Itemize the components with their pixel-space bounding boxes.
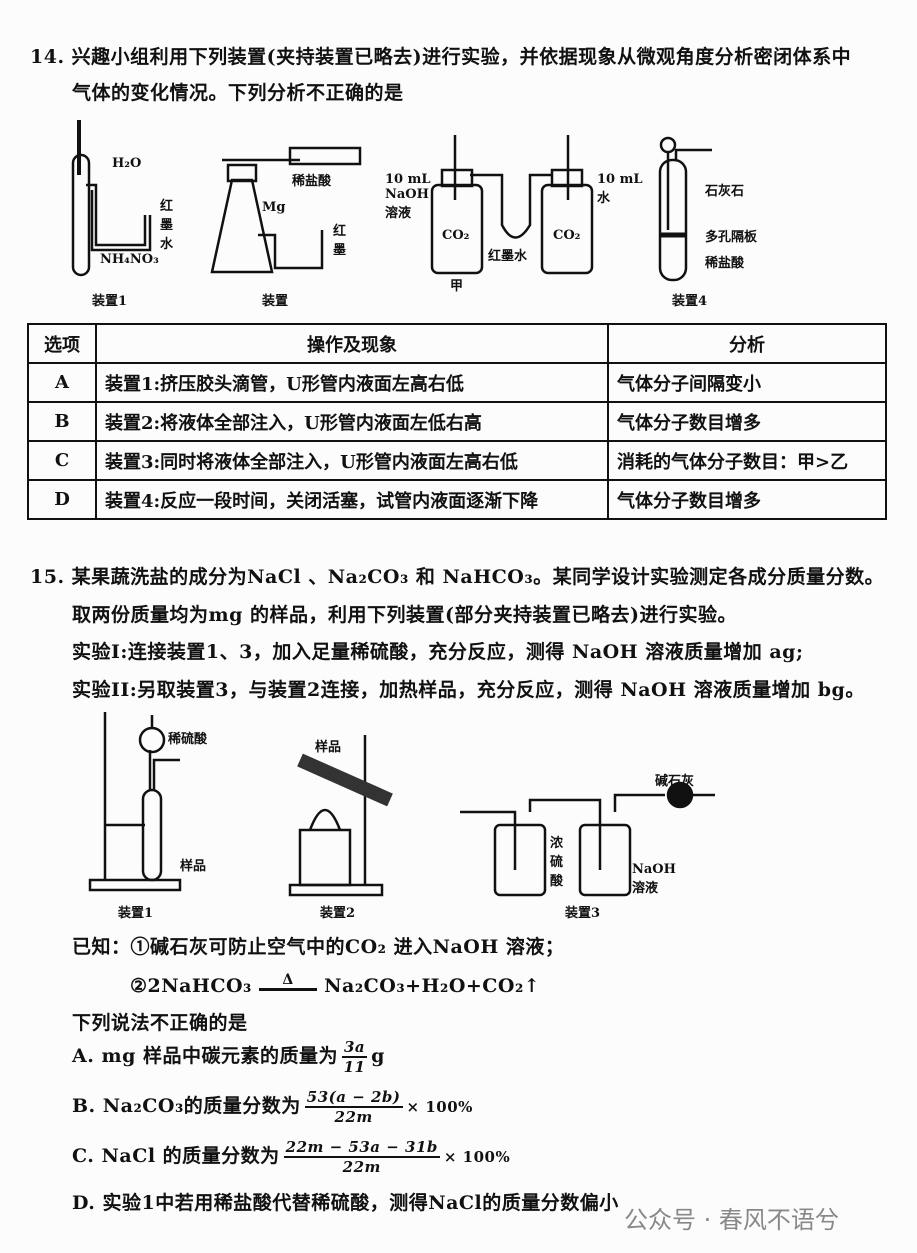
apparatus-4-drawing [658, 136, 712, 282]
cell: 装置3:同时将液体全部注入，U形管内液面左高右低 [95, 440, 609, 481]
apparatus-3-drawing [430, 135, 594, 275]
label-limestone: 石灰石 [705, 184, 745, 199]
label-soda-lime: 碱石灰 [655, 774, 695, 789]
tail: × 100% [406, 1098, 473, 1116]
q15-apparatus-2-drawing [288, 735, 393, 897]
denominator: 22m [342, 1158, 381, 1176]
cell: 气体分子数目增多 [607, 479, 887, 520]
caption-q15-apparatus-2: 装置2 [320, 906, 356, 921]
heat-condition: Δ [259, 972, 318, 991]
fraction-b: 53(a − 2b)22m [304, 1088, 403, 1126]
label-sample-1: 样品 [180, 859, 207, 874]
caption-apparatus-2: 装置 [262, 294, 289, 309]
option-a-text: A. mg 样品中碳元素的质量为 [72, 1045, 338, 1067]
caption-apparatus-4: 装置4 [672, 294, 708, 309]
option-c-text: C. NaCl 的质量分数为 [72, 1145, 280, 1167]
caption-q15-apparatus-1: 装置1 [118, 906, 154, 921]
cell: 装置4:反应一段时间，关闭活塞，试管内液面逐渐下降 [95, 479, 609, 520]
q14-stem-line1: 14. 兴趣小组利用下列装置(夹持装置已略去)进行实验，并依据现象从微观角度分析… [30, 46, 852, 68]
cell: D [27, 479, 97, 520]
cell: 消耗的气体分子数目：甲>乙 [607, 440, 887, 481]
label-dilute-hcl: 稀盐酸 [292, 174, 332, 189]
apparatus-1-drawing [71, 120, 152, 277]
denominator: 11 [343, 1058, 366, 1076]
q15-stem-line3: 实验I:连接装置1、3，加入足量稀硫酸，充分反应，测得 NaOH 溶液质量增加 … [72, 641, 804, 663]
cell: C [27, 440, 97, 481]
numerator: 22m − 53a − 31b [283, 1138, 440, 1158]
label-red-water-1: 红墨水 [160, 199, 174, 252]
header-option: 选项 [27, 323, 97, 364]
label-naoh-solution: 10 mL NaOH 溶液 [385, 172, 431, 221]
header-operation: 操作及现象 [95, 323, 609, 364]
label-co2-a: CO₂ [442, 228, 470, 243]
header-analysis: 分析 [607, 323, 887, 364]
q15-apparatus-1-drawing [88, 712, 182, 892]
caption-apparatus-1: 装置1 [92, 294, 128, 309]
label-h2o: H₂O [112, 156, 142, 171]
equation-reactant: ②2NaHCO₃ [130, 975, 252, 997]
q15-apparatus-3-drawing [460, 781, 715, 897]
numerator: 3a [341, 1038, 368, 1058]
equation-products: Na₂CO₃+H₂O+CO₂↑ [324, 975, 541, 997]
known-2: ②2NaHCO₃ Δ Na₂CO₃+H₂O+CO₂↑ [130, 972, 540, 997]
label-co2-b: CO₂ [553, 228, 581, 243]
q14-stem-line2: 气体的变化情况。下列分析不正确的是 [72, 82, 404, 104]
cell: A [27, 362, 97, 403]
label-sample-2: 样品 [315, 740, 342, 755]
tail: × 100% [443, 1148, 511, 1166]
label-nh4no3: NH₄NO₃ [100, 252, 159, 267]
option-b-text: B. Na₂CO₃的质量分数为 [72, 1095, 301, 1117]
label-red-water-3: 红墨水 [488, 249, 528, 264]
q15-prompt: 下列说法不正确的是 [72, 1012, 248, 1034]
q15-stem-line2: 取两份质量均为mg 的样品，利用下列装置(部分夹持装置已略去)进行实验。 [72, 604, 737, 626]
cell: B [27, 401, 97, 442]
cell: 装置1:挤压胶头滴管，U形管内液面左高右低 [95, 362, 609, 403]
watermark: 公众号 · 春风不语兮 [624, 1206, 839, 1234]
table-header-row: 选项操作及现象分析 [27, 323, 887, 364]
label-water: 10 mL 水 [597, 172, 643, 206]
label-conc-h2so4: 浓硫酸 [550, 836, 564, 889]
caption-q15-apparatus-3: 装置3 [565, 906, 601, 921]
label-naoh-solution-15: NaOH 溶液 [632, 862, 676, 896]
label-mg: Mg [262, 200, 286, 215]
option-d: D. 实验1中若用稀盐酸代替稀硫酸，测得NaCl的质量分数偏小 [72, 1192, 619, 1214]
q15-stem-line1: 15. 某果蔬洗盐的成分为NaCl 、Na₂CO₃ 和 NaHCO₃。某同学设计… [30, 566, 885, 588]
q15-stem-line4: 实验II:另取装置3，与装置2连接，加热样品，充分反应，测得 NaOH 溶液质量… [72, 679, 865, 701]
label-jia: 甲 [450, 279, 464, 294]
cell: 气体分子数目增多 [607, 401, 887, 442]
label-red-ink: 红墨 [333, 224, 347, 258]
numerator: 53(a − 2b) [304, 1088, 403, 1108]
label-dilute-h2so4: 稀硫酸 [168, 732, 208, 747]
label-porous-plate: 多孔隔板 [705, 230, 758, 245]
denominator: 22m [334, 1108, 373, 1126]
cell: 装置2:将液体全部注入，U形管内液面左低右高 [95, 401, 609, 442]
unit: g [371, 1045, 385, 1067]
label-dilute-hcl-4: 稀盐酸 [705, 256, 745, 271]
known-1: 已知：①碱石灰可防止空气中的CO₂ 进入NaOH 溶液； [72, 936, 565, 958]
cell: 气体分子间隔变小 [607, 362, 887, 403]
apparatus-2-drawing [210, 146, 362, 274]
